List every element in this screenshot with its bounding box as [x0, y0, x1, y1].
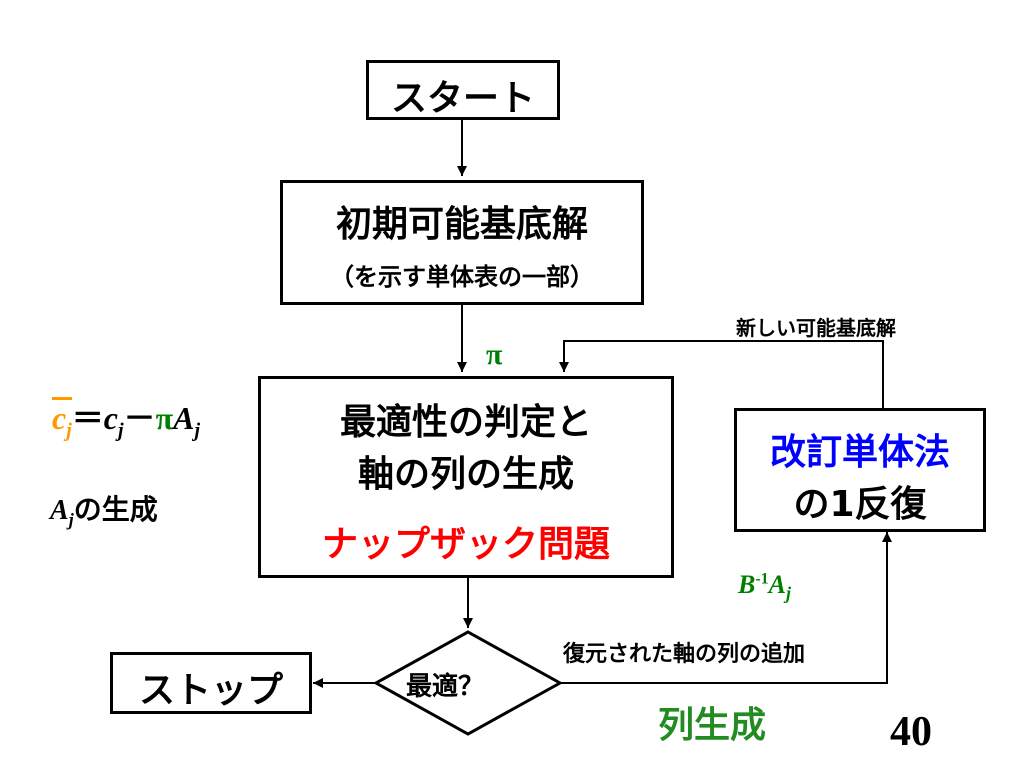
add-column-label: 復元された軸の列の追加	[563, 642, 806, 667]
start-label: スタート	[390, 78, 535, 119]
initial-solution-box: 初期可能基底解 （を示す単体表の一部）	[280, 180, 644, 305]
arrow-revised-to-main	[559, 340, 884, 408]
arrow-diamond-to-revised	[560, 532, 892, 684]
initial-solution-subtitle: （を示す単体表の一部）	[330, 263, 594, 291]
new-solution-label: 新しい可能基底解	[736, 316, 896, 340]
optimality-line1: 最適性の判定と	[339, 402, 592, 443]
aj-generation-label: Ajの生成	[50, 493, 158, 530]
revised-simplex-box: 改訂単体法 の1反復	[734, 408, 986, 532]
page-number: 40	[890, 709, 932, 755]
optimality-box: 最適性の判定と 軸の列の生成 ナップザック問題	[258, 376, 674, 578]
revised-simplex-title: 改訂単体法	[769, 432, 950, 473]
stop-box: ストップ	[110, 652, 312, 714]
formula-cbar: cj	[52, 397, 72, 440]
revised-simplex-subtitle: の1反復	[793, 484, 927, 525]
pi-label: π	[486, 338, 503, 371]
initial-solution-title: 初期可能基底解	[335, 204, 588, 245]
stop-label: ストップ	[138, 670, 283, 711]
reduced-cost-formula: cj ＝cj－πAj	[52, 393, 200, 442]
column-generation-label: 列生成	[658, 705, 767, 746]
optimality-line2: 軸の列の生成	[357, 454, 574, 495]
decision-label: 最適？	[406, 672, 485, 702]
start-box: スタート	[366, 60, 560, 120]
binv-aj-label: B-1Aj	[738, 570, 792, 604]
decision-diamond	[372, 630, 564, 736]
knapsack-label: ナップザック問題	[321, 524, 610, 565]
